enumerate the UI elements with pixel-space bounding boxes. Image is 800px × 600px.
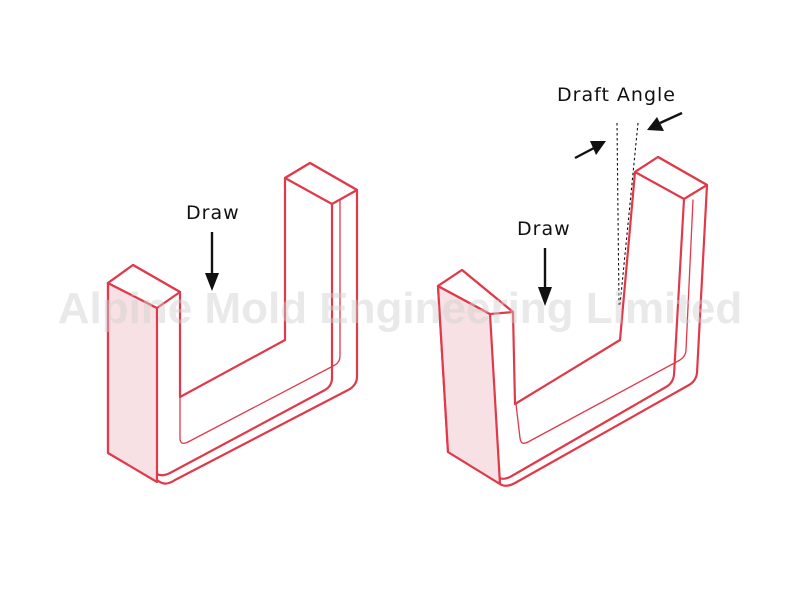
left-part-left-top	[106, 263, 182, 310]
left-part-right-arm-edge	[155, 202, 334, 477]
right-part-inner-fillet	[515, 199, 694, 444]
right-draw-arrow-head	[538, 287, 552, 306]
left-u-part	[106, 161, 359, 485]
right-draw-indicator: Draw	[517, 218, 571, 306]
left-draw-arrow-head	[205, 273, 219, 291]
left-part-inner-fillet	[179, 199, 341, 444]
right-draw-label: Draw	[517, 218, 571, 240]
draft-right-arrow-head	[647, 117, 664, 131]
left-draw-label: Draw	[186, 202, 240, 224]
watermark-text: Alpine Mold Engineering Limited	[58, 284, 742, 333]
draft-left-arrow-shaft	[574, 146, 595, 160]
draft-left-arrow-head	[590, 141, 606, 155]
right-part-right-top	[633, 155, 709, 201]
right-part-right-arm-edge	[498, 197, 686, 480]
draft-reference-line	[619, 122, 639, 306]
right-u-part	[436, 155, 709, 487]
draft-angle-indicator: Draft Angle	[557, 84, 683, 306]
left-part-right-top	[283, 161, 359, 206]
right-part-left-top	[436, 268, 515, 316]
vertical-reference-line	[616, 122, 620, 306]
left-draw-indicator: Draw	[186, 202, 240, 291]
draft-angle-label: Draft Angle	[557, 84, 676, 106]
draft-right-arrow-shaft	[659, 111, 683, 125]
